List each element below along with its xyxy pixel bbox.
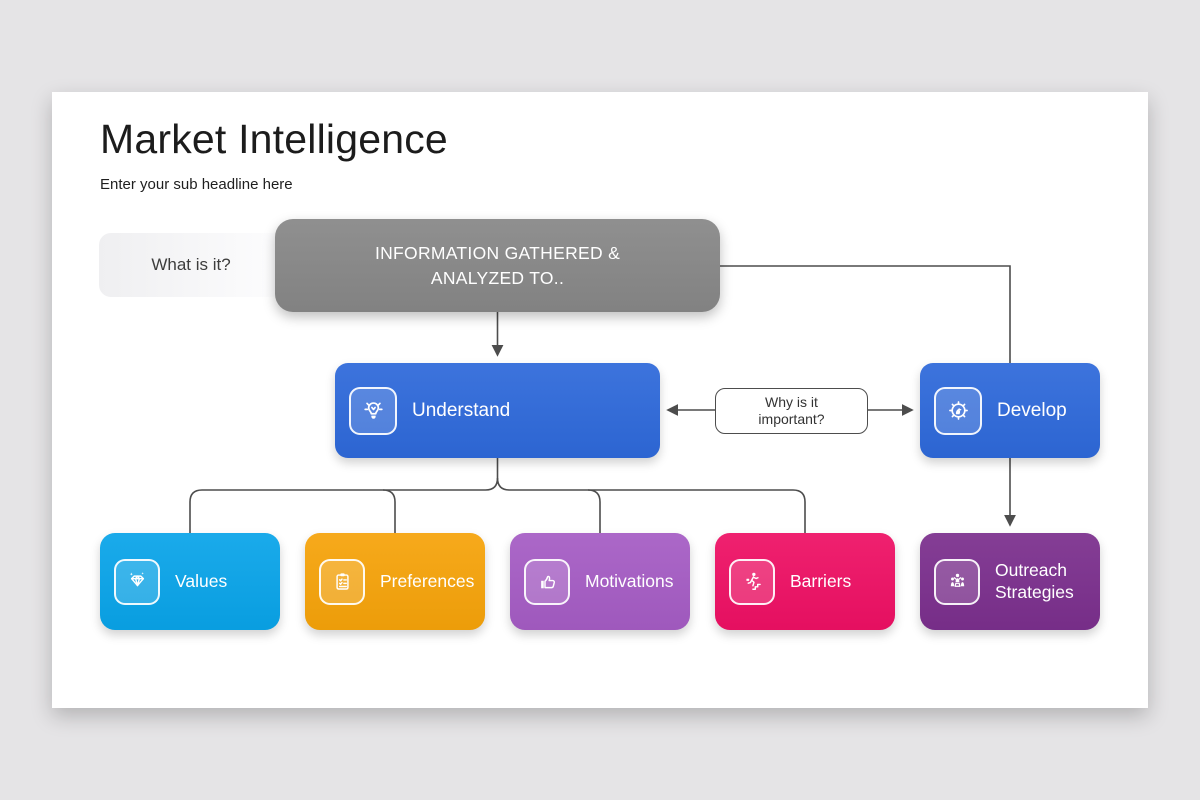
barriers-node: Barriers (715, 533, 895, 630)
question-label: What is it? (151, 255, 231, 274)
motivations-label: Motivations (585, 570, 674, 591)
lightbulb-icon (349, 386, 397, 435)
page-title: Market Intelligence (100, 116, 448, 162)
clipboard-icon (319, 558, 365, 605)
diamond-icon (114, 558, 160, 605)
importance-label-line2: important? (758, 411, 825, 427)
outreach-strategies-label: Outreach Strategies (995, 559, 1074, 602)
outreach-strategies-node: Outreach Strategies (920, 533, 1100, 630)
tree-branch-right (496, 477, 806, 533)
barriers-label: Barriers (790, 570, 852, 591)
gear-knight-icon (934, 386, 982, 435)
understand-node: Understand (335, 363, 660, 458)
develop-node: Develop (920, 363, 1100, 458)
line-root-to-develop (720, 265, 1011, 363)
people-group-icon (934, 558, 980, 605)
root-node: INFORMATION GATHERED & ANALYZED TO.. (275, 219, 720, 312)
tree-drop-motivations (587, 489, 601, 533)
page-subtitle: Enter your sub headline here (100, 176, 293, 193)
root-label: INFORMATION GATHERED & ANALYZED TO.. (374, 243, 621, 288)
question-box: What is it? (99, 233, 283, 297)
thumbs-up-icon (524, 558, 570, 605)
develop-label: Develop (997, 399, 1067, 421)
motivations-node: Motivations (510, 533, 690, 630)
values-label: Values (175, 570, 228, 591)
tree-drop-preferences (382, 489, 396, 533)
preferences-label: Preferences (380, 570, 475, 591)
preferences-node: Preferences (305, 533, 485, 630)
importance-label-line1: Why is it (765, 394, 818, 411)
importance-box: Why is it important? (715, 388, 868, 434)
values-node: Values (100, 533, 280, 630)
understand-label: Understand (412, 399, 511, 421)
slide-canvas: Market Intelligence Enter your sub headl… (52, 92, 1148, 708)
runner-stairs-icon (729, 558, 775, 605)
tree-branch-left (189, 477, 499, 533)
